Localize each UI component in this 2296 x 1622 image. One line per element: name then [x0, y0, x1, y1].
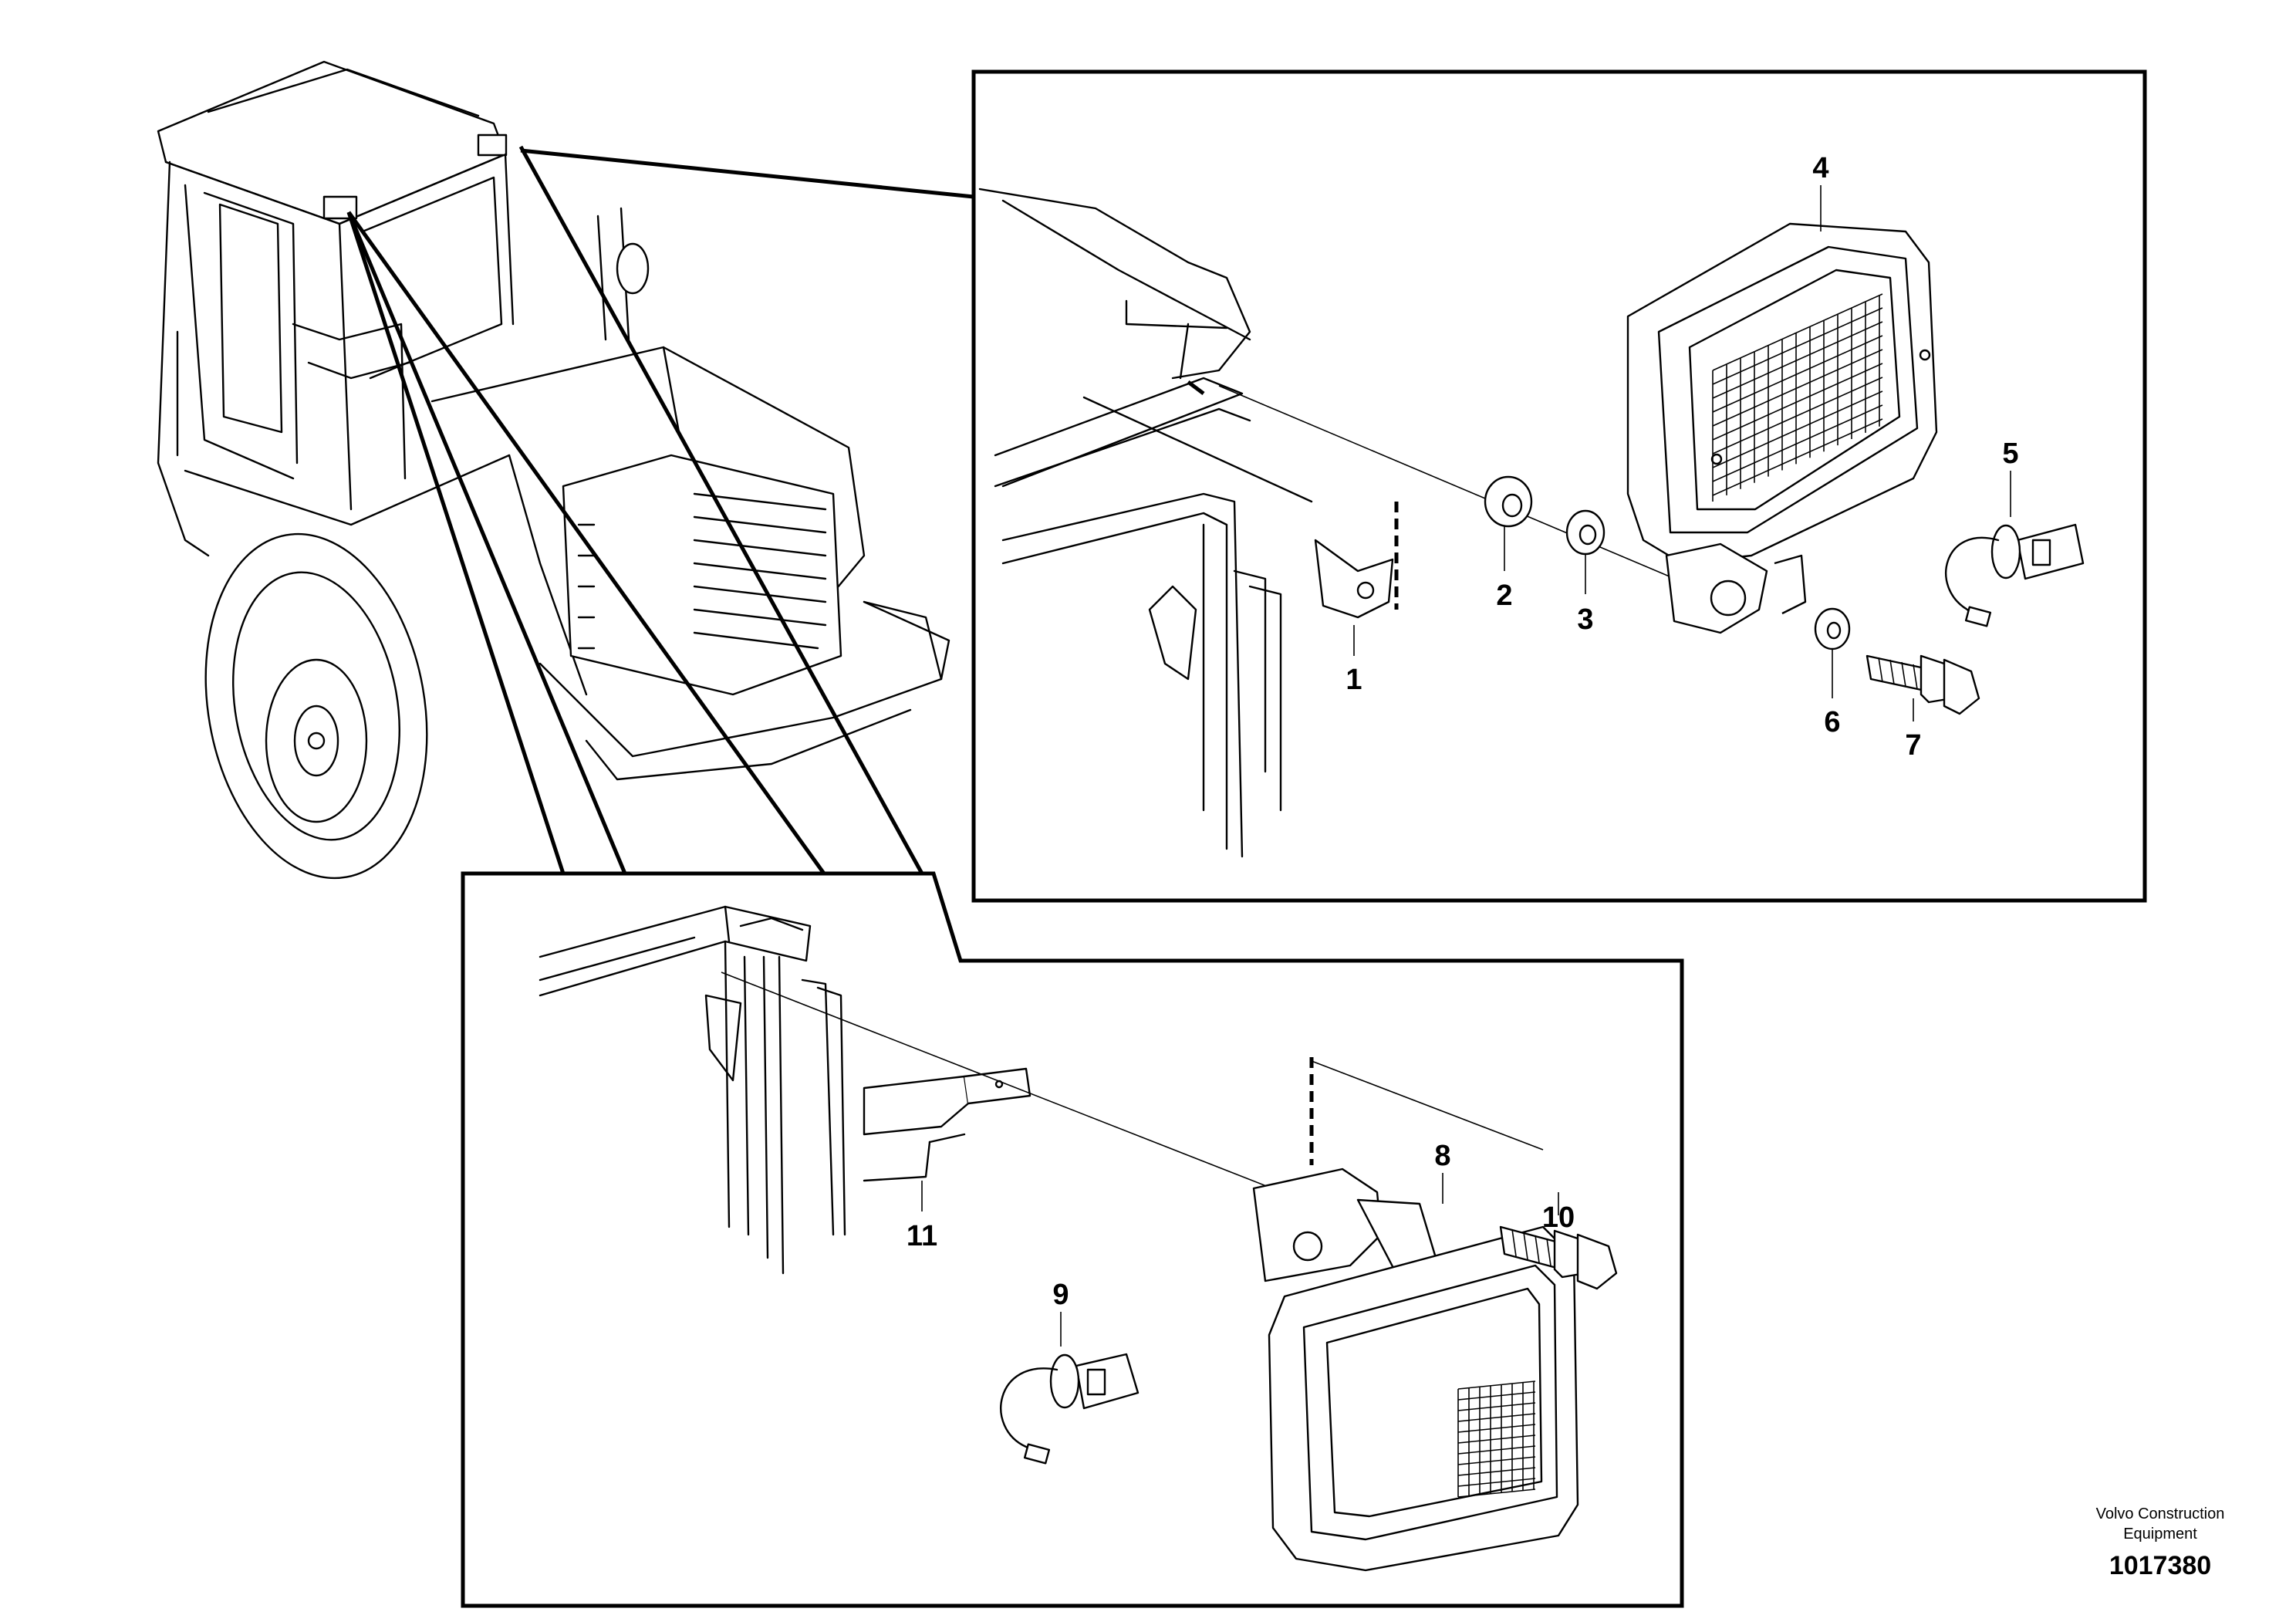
work-lamp-lower: [1252, 1057, 1579, 1572]
company-name-line2: Equipment: [2123, 1526, 2197, 1543]
washer-flat: [1565, 509, 1606, 556]
lower-cab-structure: [539, 905, 846, 1275]
callout-11: 11: [907, 1220, 937, 1252]
halogen-bulb-lower: [1000, 1353, 1140, 1465]
callout-7: 7: [1905, 729, 1921, 762]
lower-detail-frame: [461, 871, 1684, 1608]
wheel-loader-overview: [157, 60, 950, 880]
halogen-bulb-upper: [1945, 523, 2085, 627]
upper-detail-frame: [971, 69, 2147, 903]
callout-8: 8: [1434, 1140, 1450, 1172]
callout-4: 4: [1812, 152, 1828, 184]
callout-leaders: [921, 185, 2011, 1347]
callout-5: 5: [2002, 438, 2018, 470]
hex-bolt-upper: [1866, 654, 1980, 715]
upper-assembly-axis: [1218, 385, 1721, 599]
work-lamp-upper: [1626, 222, 1938, 634]
callout-9: 9: [1052, 1279, 1069, 1311]
washer-bolt: [1814, 607, 1851, 650]
callout-2: 2: [1496, 580, 1512, 612]
callout-1: 1: [1346, 664, 1362, 696]
mounting-bracket-lower: [863, 1067, 1032, 1182]
upper-roof-structure: [978, 188, 1313, 858]
washer-thick: [1484, 475, 1533, 528]
document-number: 1017380: [2109, 1551, 2211, 1580]
callout-3: 3: [1577, 603, 1593, 636]
frame-leader-lines: [346, 145, 974, 875]
callout-6: 6: [1824, 706, 1840, 738]
hex-bolt-lower: [1499, 1225, 1618, 1290]
callout-10: 10: [1542, 1201, 1575, 1234]
company-name-line1: Volvo Construction: [2096, 1505, 2225, 1522]
lower-assembly-axis: [721, 972, 1544, 1205]
bracket: [1314, 502, 1399, 619]
